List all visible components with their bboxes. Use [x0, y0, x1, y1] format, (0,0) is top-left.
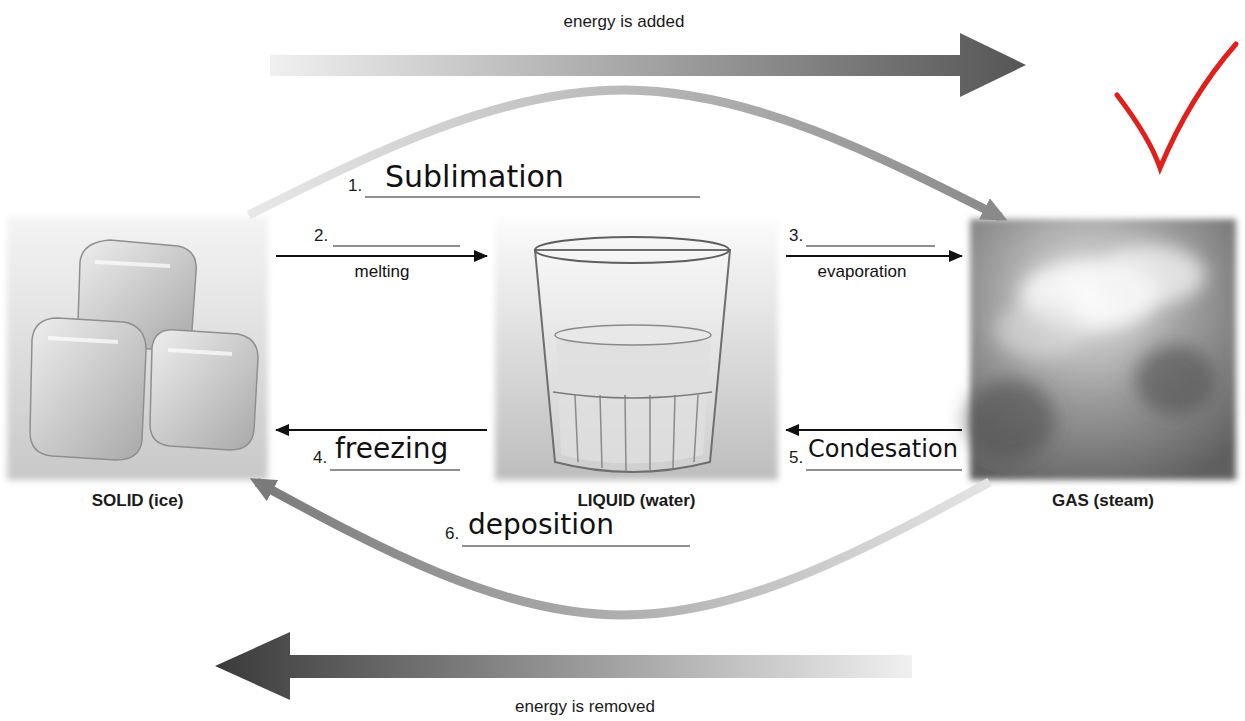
- photo-ground: [7, 217, 268, 480]
- phase-change-arrow: [276, 255, 487, 257]
- answer-text: deposition: [468, 508, 614, 542]
- question-number: 2.: [314, 226, 328, 246]
- energy-removed-arrow: [215, 632, 912, 700]
- steam-photo: [965, 219, 1236, 480]
- question-number: 4.: [313, 448, 327, 468]
- process-name: melting: [355, 262, 410, 282]
- steam-cloud: [965, 245, 1215, 460]
- answer-text: freezing: [335, 432, 448, 466]
- answer-text: Sublimation: [385, 160, 564, 194]
- question-number: 1.: [348, 176, 362, 196]
- check-mark: [1117, 44, 1236, 168]
- glass-facets: [575, 395, 698, 471]
- phase-change-arc: [257, 482, 990, 615]
- energy-caption: energy is removed: [515, 697, 655, 717]
- photo-ground: [495, 219, 778, 480]
- phase-change-arrow: [786, 429, 962, 431]
- state-photo: LIQUID (water): [493, 217, 780, 482]
- phase-change-arrow: [786, 255, 962, 257]
- process-name: evaporation: [818, 262, 907, 282]
- state-label: SOLID (ice): [0, 491, 300, 511]
- state-label: GAS (steam): [938, 491, 1245, 511]
- phase-change-arc: [249, 90, 1001, 217]
- phase-change-arrow: [276, 429, 487, 431]
- answer-blanks: [330, 197, 962, 546]
- question-number: 6.: [445, 524, 459, 544]
- ice-cube: [150, 330, 258, 450]
- ice-photo: [7, 217, 268, 480]
- water-glass-photo: [495, 219, 778, 480]
- glass: [535, 250, 730, 472]
- state-photo: GAS (steam): [968, 217, 1238, 482]
- glass-facets: [553, 392, 712, 398]
- question-number: 3.: [789, 226, 803, 246]
- question-number: 5.: [789, 448, 803, 468]
- state-photo: SOLID (ice): [5, 215, 270, 482]
- ice-highlight: [48, 262, 232, 354]
- glass-rim: [535, 237, 729, 263]
- water-surface: [555, 325, 711, 345]
- energy-caption: energy is added: [564, 12, 685, 32]
- answer-text: Condesation: [808, 432, 958, 466]
